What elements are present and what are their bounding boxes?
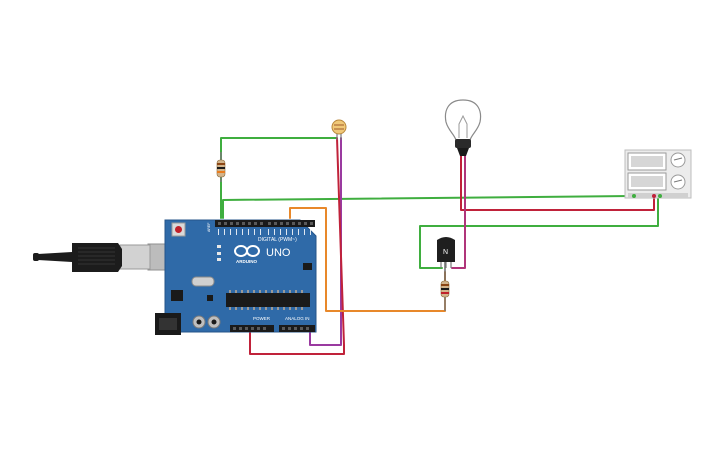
wire-red-bulb-relay[interactable] bbox=[460, 155, 655, 211]
wires bbox=[220, 137, 659, 355]
power-label: POWER bbox=[253, 316, 271, 321]
wire-purple-bulb-transistor[interactable] bbox=[451, 155, 466, 269]
board-brand: ARDUINO bbox=[236, 259, 257, 264]
crystal bbox=[191, 276, 215, 287]
arduino-board[interactable]: AREF DIGITAL (PWM~) UNO ARDUINO bbox=[155, 219, 317, 335]
digital-label: DIGITAL (PWM~) bbox=[258, 237, 297, 243]
wire-green-ldr-resistor[interactable] bbox=[220, 137, 337, 219]
photoresistor-icon[interactable] bbox=[331, 119, 347, 140]
aref-label: AREF bbox=[207, 223, 211, 232]
resistor-icon[interactable] bbox=[216, 152, 226, 182]
atmega-chip bbox=[226, 293, 310, 307]
analog-label: ANALOG IN bbox=[285, 316, 310, 321]
arduino-logo-icon bbox=[234, 245, 260, 257]
usb-cable-icon[interactable] bbox=[33, 243, 175, 272]
bulb-icon[interactable] bbox=[444, 99, 482, 156]
base-resistor-icon[interactable] bbox=[440, 280, 450, 311]
digital-header[interactable] bbox=[215, 220, 315, 227]
wire-green-relay-gnd[interactable] bbox=[222, 195, 633, 219]
board-name: UNO bbox=[266, 247, 291, 259]
wire-green-transistor-relay[interactable] bbox=[419, 195, 659, 269]
transistor-label: N bbox=[443, 249, 448, 256]
transistor-icon[interactable]: N bbox=[437, 237, 455, 268]
wire-red-ldr-5v[interactable] bbox=[249, 137, 345, 355]
relay-icon[interactable] bbox=[624, 149, 692, 199]
